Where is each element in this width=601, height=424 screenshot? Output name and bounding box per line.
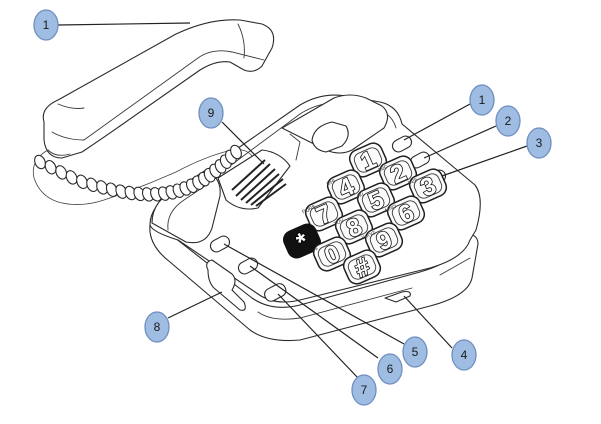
cord-coil [34,154,46,170]
callout-2: 2 [495,105,521,137]
cord-coil [76,174,88,190]
key-cap-inner [369,227,399,253]
key-cap [312,236,352,272]
key-sublabel: + [314,246,319,253]
key-sublabel: MNO [384,204,397,214]
cord-coil [44,159,57,175]
callout-6: 6 [377,353,403,385]
callout-4: 4 [451,339,477,371]
callout-1-handset: 1 [33,9,59,41]
leader-c5 [223,243,405,345]
key-cap [283,223,321,259]
callout-label: 4 [461,348,468,362]
star-side-button[interactable] [208,234,231,254]
key-sublabel: PQRS [301,204,317,216]
leader-c2 [423,125,497,159]
callout-1-side-button: 1 [469,84,495,116]
key-cap [408,168,448,204]
cord-coil [230,144,242,160]
cord-coil [86,177,99,193]
key-cap-inner [383,160,413,186]
leader-c1b [403,103,471,141]
key-sublabel: ABC [377,164,389,174]
leader-lines [57,22,528,379]
handset-icon [42,19,275,159]
leader-c8 [167,291,223,319]
callout-label: 8 [154,320,161,334]
speaker-grille [217,149,291,210]
key-cap [304,196,344,232]
key-sublabel: WXYZ [361,230,377,241]
key-cap [386,195,426,231]
leader-c6 [249,265,379,359]
key-1[interactable]: 1 [347,140,390,180]
zero-side-button[interactable] [236,256,259,276]
callout-5: 5 [402,336,428,368]
key-cap-inner [347,254,377,280]
key-cap [326,169,366,205]
leader-c1a [57,22,191,26]
leader-c9 [221,121,265,165]
key-cap-inner [413,173,443,199]
leader-c4 [403,295,453,349]
callout-label: 9 [208,106,215,120]
callout-label: 7 [361,383,368,397]
key-sublabel: JKL [356,191,367,200]
key-cap-inner [339,214,369,240]
callout-8: 8 [144,311,170,343]
key-cap-inner [309,201,339,227]
key-cap [348,142,388,178]
callout-label: 5 [412,345,419,359]
callout-label: 3 [536,136,543,150]
callouts: 1 1 2 3 4 5 6 7 [33,9,552,406]
cord-coil [55,165,68,180]
callout-label: 1 [43,18,50,32]
key-cap [364,222,404,258]
key-cap-inner [361,187,391,213]
leader-c7 [277,293,359,379]
key-0[interactable]: 0+ [311,234,354,274]
coiled-cord-icon [32,144,253,205]
cord-coil [65,170,78,185]
callout-label: 2 [505,114,512,128]
callout-7: 7 [351,374,377,406]
key-sublabel: GHI [326,178,337,187]
key-cap-inner [317,241,347,267]
key-cap-inner [331,174,361,200]
key-cap-inner [353,147,383,173]
key-cap-inner [391,200,421,226]
key-cap [342,249,382,285]
key-sublabel: TUV [333,218,345,228]
key-star[interactable]: * [281,221,324,261]
key-cap [334,209,374,245]
callout-3: 3 [526,127,552,159]
key-cap [356,182,396,218]
callout-label: 1 [479,93,486,107]
side-button-upper[interactable] [390,134,413,154]
callout-9: 9 [198,97,224,129]
key-hash[interactable]: # [341,247,384,287]
callout-label: 6 [387,362,394,376]
key-cap [378,155,418,191]
key-sublabel: DEF [407,177,419,187]
leader-c3 [441,145,528,177]
